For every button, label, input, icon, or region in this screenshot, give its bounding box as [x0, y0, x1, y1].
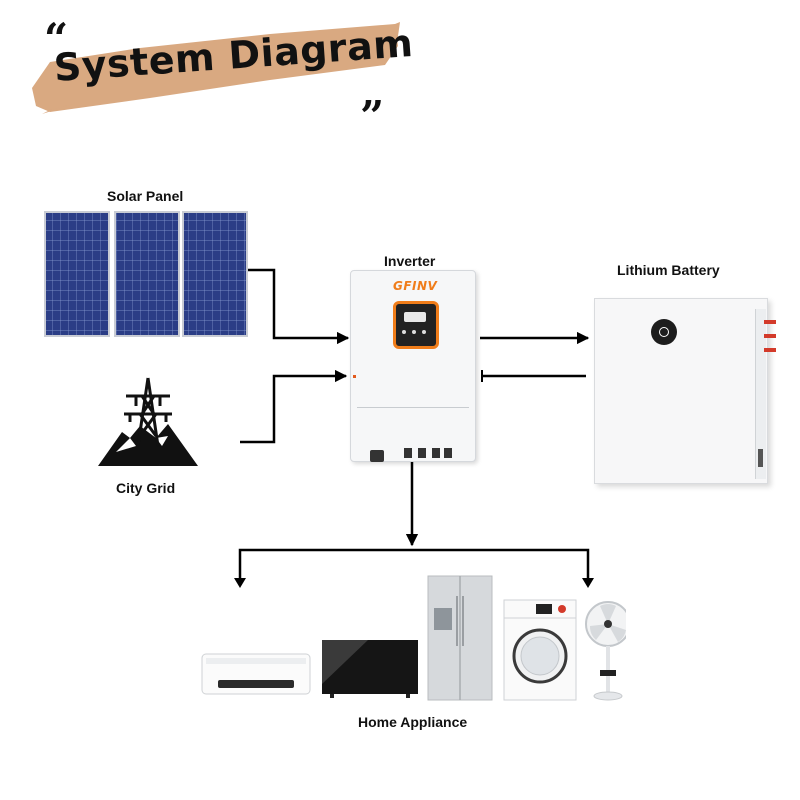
inverter-ports [370, 448, 452, 462]
washing-machine-icon [503, 599, 577, 701]
battery-icon [594, 298, 768, 484]
close-quote: ” [360, 92, 385, 141]
fan-icon [585, 601, 626, 701]
title-banner: “ System Diagram ” [20, 10, 420, 138]
battery-power-button [651, 319, 677, 345]
city-grid-label: City Grid [116, 480, 176, 496]
inverter-label: Inverter [384, 253, 436, 269]
grid-to-inverter-line [240, 369, 348, 444]
inverter-brand: GFINV [393, 279, 438, 293]
home-appliance-label: Home Appliance [358, 714, 468, 730]
solar-to-inverter-line [246, 268, 350, 345]
television-icon [322, 640, 418, 698]
air-conditioner-icon [201, 653, 311, 695]
inverter-icon: GFINV [350, 270, 476, 462]
inverter-display [393, 301, 439, 349]
power-tower-icon [98, 377, 198, 466]
refrigerator-icon [427, 575, 493, 701]
appliance-branch-line [238, 548, 590, 585]
open-quote: “ [44, 14, 69, 63]
solar-panel-label: Solar Panel [107, 188, 184, 204]
battery-label: Lithium Battery [617, 262, 720, 278]
solar-panel-icon [44, 211, 248, 337]
home-appliance-icons [201, 575, 626, 701]
brush-stroke-background [32, 22, 400, 114]
battery-terminals [764, 320, 776, 352]
